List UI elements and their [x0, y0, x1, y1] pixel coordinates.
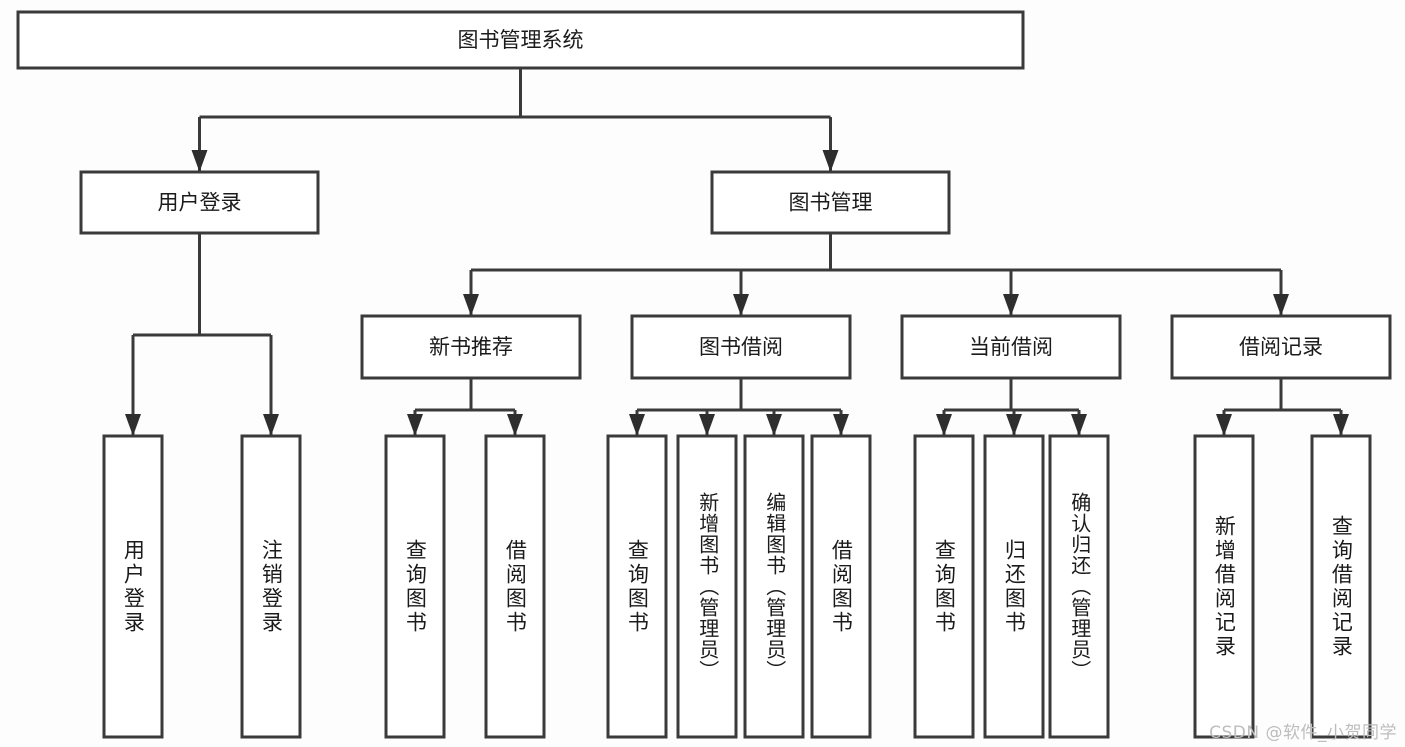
node-box-leaf_8[interactable]: [913, 434, 975, 739]
root-to-level2-arrow-1: [822, 150, 839, 172]
records-to-leaves-arrow-0: [1216, 414, 1232, 436]
borrow-to-leaves-arrow-1: [699, 414, 715, 436]
borrow-to-leaves-arrow-3: [833, 414, 849, 436]
node-label-l3_0: 新书推荐: [429, 335, 513, 359]
watermark: CSDN @软件_小贺同学: [1209, 723, 1397, 743]
node-label-l3_3: 借阅记录: [1239, 335, 1323, 359]
node-box-l3_3[interactable]: [1170, 314, 1392, 380]
node-box-l2_0[interactable]: [79, 170, 320, 235]
borrow-to-leaves-arrow-2: [766, 414, 782, 436]
book-management-to-level3-arrow-3: [1273, 294, 1289, 316]
new-book-to-leaves-arrow-0: [407, 414, 423, 436]
boxes-layer: [16, 10, 1392, 739]
edges-layer: [125, 68, 1349, 436]
node-box-leaf_0[interactable]: [102, 434, 164, 739]
current-borrow-to-leaves-arrow-1: [1006, 414, 1022, 436]
root-to-level2-arrow-0: [191, 150, 208, 172]
node-label-l2_1: 图书管理: [789, 191, 873, 215]
user-login-to-leaves-arrow-0: [125, 414, 141, 436]
node-box-l3_1[interactable]: [630, 314, 852, 380]
node-box-leaf_9[interactable]: [983, 434, 1045, 739]
book-management-to-level3-arrow-0: [463, 294, 479, 316]
new-book-to-leaves-arrow-1: [507, 414, 523, 436]
node-box-leaf_12[interactable]: [1310, 434, 1372, 739]
node-label-l2_0: 用户登录: [158, 191, 242, 215]
node-box-root[interactable]: [16, 10, 1025, 70]
borrow-to-leaves-arrow-0: [629, 414, 645, 436]
node-box-l3_0[interactable]: [360, 314, 582, 380]
node-box-leaf_3[interactable]: [484, 434, 546, 739]
current-borrow-to-leaves-arrow-0: [936, 414, 952, 436]
node-box-leaf_10[interactable]: [1048, 434, 1110, 739]
node-box-l3_2[interactable]: [900, 314, 1122, 380]
node-box-leaf_4[interactable]: [606, 434, 668, 739]
book-management-to-level3-arrow-2: [1003, 294, 1019, 316]
node-box-leaf_7[interactable]: [810, 434, 872, 739]
node-box-leaf_1[interactable]: [240, 434, 302, 739]
book-management-to-level3-arrow-1: [733, 294, 749, 316]
node-box-leaf_11[interactable]: [1193, 434, 1255, 739]
node-box-leaf_6[interactable]: [743, 434, 805, 739]
node-box-leaf_5[interactable]: [676, 434, 738, 739]
node-box-l2_1[interactable]: [710, 170, 951, 235]
node-label-root: 图书管理系统: [458, 28, 584, 52]
user-login-to-leaves-arrow-1: [263, 414, 279, 436]
node-label-l3_1: 图书借阅: [699, 335, 783, 359]
node-label-l3_2: 当前借阅: [969, 335, 1053, 359]
node-box-leaf_2[interactable]: [384, 434, 446, 739]
records-to-leaves-arrow-1: [1333, 414, 1349, 436]
current-borrow-to-leaves-arrow-2: [1071, 414, 1087, 436]
